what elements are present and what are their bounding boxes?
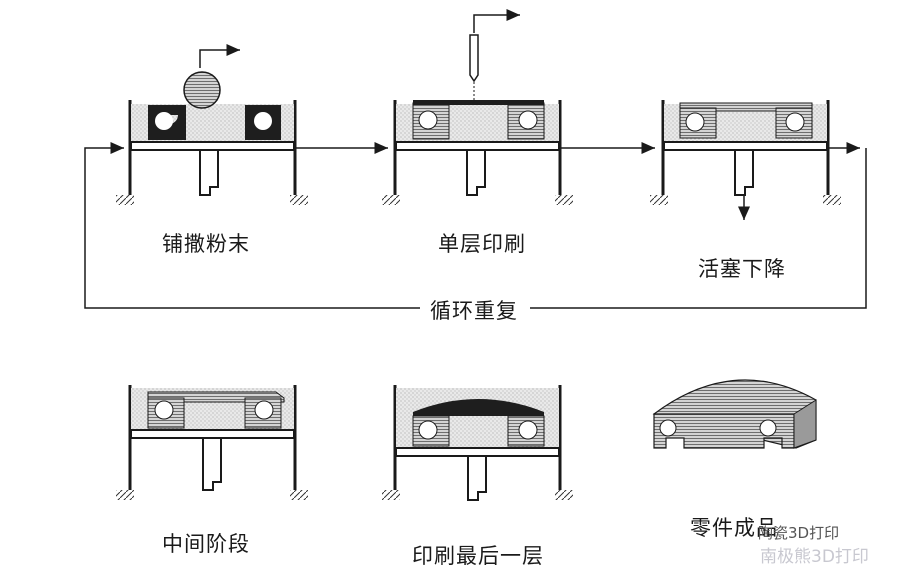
watermark-line-1: 陶瓷3D打印 — [758, 524, 840, 542]
print-head-nozzle — [469, 34, 479, 83]
station-print-last-layer — [382, 385, 573, 501]
label-piston-lower: 活塞下降 — [698, 257, 786, 281]
watermark-line-2: 南极熊3D打印 — [760, 547, 869, 567]
label-intermediate-stage: 中间阶段 — [162, 532, 250, 556]
label-spread-powder: 铺撒粉末 — [162, 232, 250, 256]
label-repeat-cycle: 循环重复 — [430, 299, 518, 323]
process-flow-arrows — [84, 148, 867, 309]
station-spread-powder — [116, 44, 308, 205]
label-finished-part: 零件成品 — [690, 516, 778, 540]
powder-roller — [183, 71, 221, 109]
station-single-layer-print — [382, 9, 573, 205]
repeat-loop-line — [84, 148, 867, 309]
finished-part-illustration — [652, 379, 817, 449]
station-intermediate — [116, 385, 308, 500]
station-piston-lower — [650, 100, 841, 220]
label-print-last-layer: 印刷最后一层 — [412, 544, 544, 568]
part-section-left — [148, 105, 186, 140]
label-single-layer-print: 单层印刷 — [438, 232, 526, 256]
